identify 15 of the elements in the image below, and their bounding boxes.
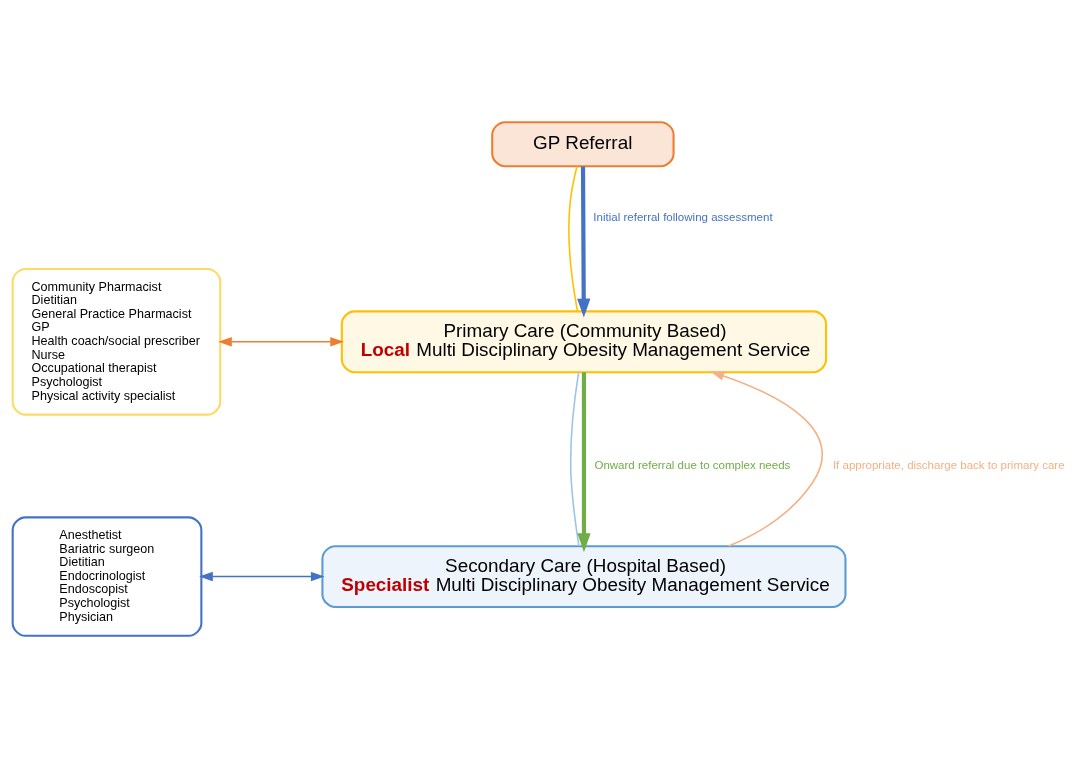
connector [568, 165, 579, 312]
arrow [199, 571, 325, 582]
node-box: Community Pharmacist Dietitian General Practice Pharmacist GP Health coach/social prescriber Nurse Occupational therapist Psychologist Physical activity specialist [11, 267, 222, 416]
node-box: Primary Care (Community Based) Local Multi Disciplinary Obesity Management Service [340, 310, 828, 374]
node-box: Secondary Care (Hospital Based) Specialist Multi Disciplinary Obesity Management Service [321, 545, 847, 609]
arrow [577, 166, 591, 318]
arrow [710, 371, 823, 547]
edge-label: Onward referral due to complex needs [594, 458, 791, 471]
edge-label: Initial referral following assessment [593, 210, 773, 223]
node-box: Anesthetist Bariatric surgeon Dietitian Endocrinologist Endoscopist Psychologist Physician [11, 516, 203, 637]
edge-label: If appropriate, discharge back to primary care [832, 458, 1065, 471]
arrow [218, 337, 344, 347]
node-box: GP Referral [491, 121, 675, 168]
connector [569, 371, 580, 547]
arrow [577, 372, 591, 553]
